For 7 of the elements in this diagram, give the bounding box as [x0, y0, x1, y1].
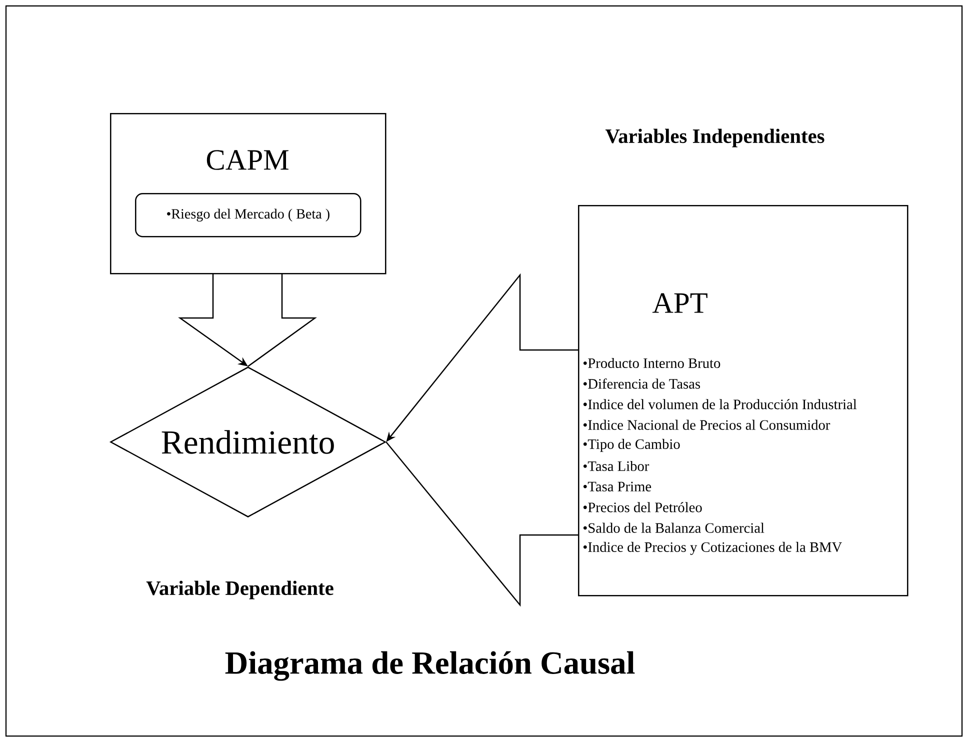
block-arrow [178, 272, 317, 367]
callout-box: APT •Producto Interno Bruto •Diferencia de Tasas •Indice del volumen de la Producción Industrial •Indice Nacional de Precios al Consumidor •Tipo de Cambio •Tasa Libor •Tasa Prime •Precios del Petróleo •Saldo de la Balanza Comercial •Indice de Precios y Cotizaciones de la BMV [578, 205, 908, 596]
node-caption: Variables Independientes [605, 128, 824, 148]
block-arrow [386, 273, 579, 607]
node-caption: Variable Dependiente [146, 580, 334, 600]
diagram-title: Diagrama de Relación Causal [225, 651, 635, 681]
factor-box: •Riesgo del Mercado ( Beta ) [135, 193, 362, 238]
